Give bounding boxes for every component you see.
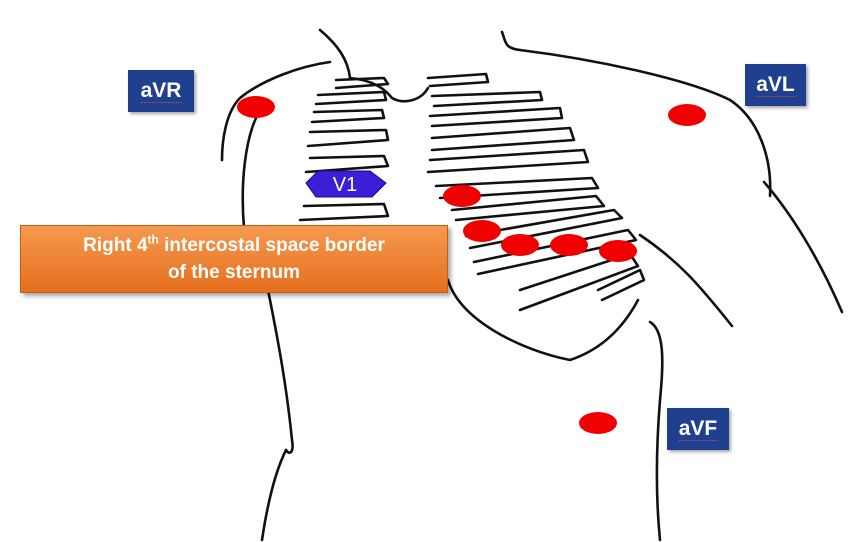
callout-line-1-prefix: Right 4: [83, 235, 147, 256]
electrode-avl: [668, 104, 706, 126]
callout-line-1: Right 4th intercostal space border: [21, 232, 447, 259]
left-hip-line: [262, 450, 286, 540]
rib-right-4: [432, 128, 574, 150]
v1-label: V1: [333, 174, 357, 196]
lower-ribcage-line: [448, 280, 638, 360]
electrode-v2: [443, 185, 481, 207]
lead-label-avl: aVL: [745, 64, 806, 106]
rib-right-11: [598, 270, 644, 300]
right-torso-line: [650, 322, 662, 540]
rib-right-1: [428, 74, 488, 86]
left-arm-outer-line: [243, 118, 256, 228]
rib-right-3: [430, 108, 562, 126]
lead-label-avf: aVF: [667, 408, 729, 450]
right-neck-line: [502, 32, 520, 50]
electrode-v4: [501, 234, 539, 256]
callout-line-1-suffix: intercostal space border: [159, 235, 385, 256]
electrode-v5: [550, 234, 588, 256]
rib-left-2: [316, 92, 386, 104]
left-neck-line: [320, 30, 350, 78]
lead-label-avf-text: aVF: [679, 418, 718, 441]
rib-right-2: [432, 92, 542, 106]
electrode-v6: [599, 240, 637, 262]
right-shoulder-line: [520, 50, 770, 196]
lead-label-avr: aVR: [128, 70, 194, 112]
rib-left-4: [308, 130, 388, 146]
lead-label-avr-text: aVR: [141, 80, 182, 103]
location-callout: Right 4th intercostal space border of th…: [20, 225, 448, 293]
rib-right-5: [428, 150, 588, 172]
right-lower-outline: [640, 235, 732, 326]
rib-left-3: [312, 110, 384, 122]
left-torso-line: [268, 290, 293, 453]
callout-line-2: of the sternum: [21, 259, 447, 286]
right-arm-line: [764, 182, 842, 312]
lead-label-avl-text: aVL: [756, 74, 795, 97]
rib-left-5: [306, 156, 388, 172]
electrode-avr: [237, 96, 275, 118]
electrode-avf: [579, 412, 617, 434]
electrode-v3: [463, 220, 501, 242]
sternum-top: [350, 78, 428, 101]
callout-superscript: th: [148, 233, 159, 247]
rib-left-6: [300, 204, 388, 220]
v1-marker: V1: [306, 171, 386, 197]
